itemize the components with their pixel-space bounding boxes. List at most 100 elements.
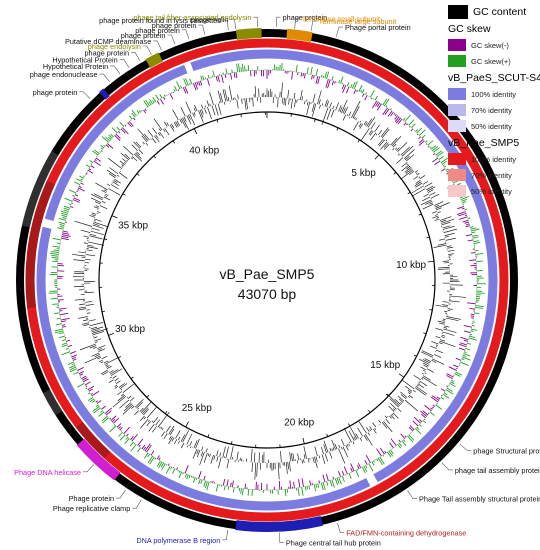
- legend-smp5-70: 70% identity: [448, 167, 540, 183]
- legend-gc-skew-pos-label: GC skew(+): [471, 56, 511, 66]
- annotation-leader-5: [310, 20, 317, 31]
- legend-gc-skew-neg-swatch: [448, 39, 466, 51]
- legend-ref-50-label: 50% identity: [471, 121, 512, 131]
- legend-gc-skew-neg: GC skew(-): [448, 37, 540, 53]
- annotation-leader-22: [222, 529, 229, 541]
- legend-ref-100-swatch: [448, 88, 466, 100]
- legend-smp5-100-label: 100% identity: [471, 154, 517, 164]
- axis-tick: [426, 236, 430, 239]
- feature-block-4: [235, 515, 323, 532]
- annotation-leader-24: [116, 489, 126, 499]
- annotation-leader-7: [198, 24, 206, 35]
- annotation-label-15: phage endonuclease: [30, 70, 98, 79]
- low-identity-region-0: [25, 180, 55, 309]
- annotation-label-9: phage protein: [121, 31, 166, 40]
- gc-skew-positive-trace: [48, 62, 486, 497]
- legend-ref-70-swatch: [448, 104, 466, 116]
- annotation-leader-14: [110, 65, 121, 75]
- annotation-leader-13: [119, 59, 130, 69]
- ref-gap-2: [366, 473, 378, 487]
- axis-tick: [111, 215, 118, 219]
- genome-length: 43070 bp: [238, 286, 297, 302]
- annotation-leader-10: [153, 40, 162, 51]
- kbp-label-35: 35 kbp: [118, 220, 148, 231]
- annotation-label-2: phage protein found in lysis cassettes: [99, 16, 221, 25]
- annotation-label-0: phage holin: [191, 15, 229, 24]
- legend-smp5-50-label: 50% identity: [471, 186, 512, 196]
- legend-ref-70: 70% identity: [448, 102, 540, 118]
- legend-gc-skew-neg-label: GC skew(-): [471, 40, 509, 50]
- feature-block-1: [286, 28, 313, 43]
- gc-skew-negative-trace: [57, 70, 477, 490]
- annotation-leader-9: [167, 34, 176, 45]
- axis-tick: [398, 373, 405, 378]
- axis-tick: [117, 356, 121, 359]
- annotation-leader-3: [275, 16, 281, 28]
- annotation-leader-6: [335, 26, 343, 37]
- annotation-label-19: Phage Tail assembly structural protein: [419, 495, 540, 504]
- kbp-label-25: 25 kbp: [182, 403, 212, 414]
- genome-name: vB_Pae_SMP5: [220, 266, 315, 282]
- annotation-label-4: Terminase small subunit: [302, 15, 380, 24]
- annotation-leader-17: [459, 443, 472, 451]
- axis-tick: [185, 421, 189, 428]
- ref-gap-0: [42, 218, 54, 229]
- annotation-label-5: Terminase large subunit: [319, 17, 396, 26]
- axis-tick: [357, 139, 360, 143]
- annotation-label-25: Phage DNA helicase: [14, 468, 81, 477]
- annotation-leader-15: [99, 73, 110, 83]
- annotation-leader-19: [407, 490, 418, 500]
- axis-tick: [101, 310, 106, 313]
- legend-smp5-100-swatch: [448, 153, 466, 165]
- axis-tick: [193, 128, 198, 135]
- legend-ref-100: 100% identity: [448, 86, 540, 102]
- annotation-label-13: Hypothetical Protein: [52, 55, 117, 64]
- gc-plots: [48, 62, 486, 497]
- annotation-leader-23: [132, 499, 142, 509]
- ref-gap-1: [183, 62, 194, 74]
- legend-gc-content-label: GC content: [473, 6, 527, 18]
- annotation-leader-2: [222, 19, 229, 31]
- legend-ref-100-label: 100% identity: [471, 89, 517, 99]
- legend-gc-content-swatch: [448, 5, 468, 19]
- axis-tick: [427, 260, 434, 263]
- feature-block-2: [145, 52, 163, 69]
- annotation-label-12: phage protein: [84, 48, 129, 57]
- kbp-label-5: 5 kbp: [351, 168, 376, 179]
- axis-tick: [172, 140, 176, 144]
- legend-smp5-70-label: 70% identity: [471, 170, 512, 180]
- annotation-leader-20: [337, 522, 345, 533]
- annotation-label-24: Phage protein: [69, 494, 114, 503]
- axis-tick: [302, 437, 305, 444]
- axis-tick: [146, 394, 150, 398]
- axis-tick: [407, 191, 411, 195]
- annotation-label-14: Hypothetical Protein: [43, 62, 108, 71]
- annotation-label-10: Putative dCMP deaminase: [65, 37, 151, 46]
- low-identity-region-1: [75, 421, 111, 459]
- annotation-leader-1: [253, 16, 259, 28]
- annotation-label-6: Phage portal protein: [345, 23, 411, 32]
- legend-ref-50-swatch: [448, 120, 466, 132]
- annotation-label-20: FAD/FMN-containing dehydrogenase: [346, 529, 466, 538]
- kbp-label-15: 15 kbp: [370, 360, 400, 371]
- gc-content-trace: [71, 82, 467, 480]
- annotation-leader-21: [279, 532, 284, 543]
- axis-tick: [314, 118, 316, 123]
- legend-smp5-title: vB_Pae_SMP5: [448, 137, 520, 149]
- kbp-label-40: 40 kbp: [189, 145, 219, 156]
- track-rings: [16, 28, 518, 532]
- axis-tick: [153, 155, 157, 159]
- annotation-label-7: phage protein: [152, 21, 197, 30]
- annotation-label-21: Phage central tail hub protein: [286, 539, 381, 548]
- axis-tick: [348, 423, 351, 427]
- axis-tick: [413, 354, 417, 357]
- annotation-label-16: phage protein: [33, 88, 78, 97]
- kbp-label-30: 30 kbp: [115, 324, 145, 335]
- axis-tick: [368, 409, 371, 413]
- annotation-leader-4: [294, 18, 300, 29]
- axis-tick: [207, 434, 210, 438]
- kbp-label-20: 20 kbp: [284, 417, 314, 428]
- legend-gc-skew-pos-swatch: [448, 55, 466, 67]
